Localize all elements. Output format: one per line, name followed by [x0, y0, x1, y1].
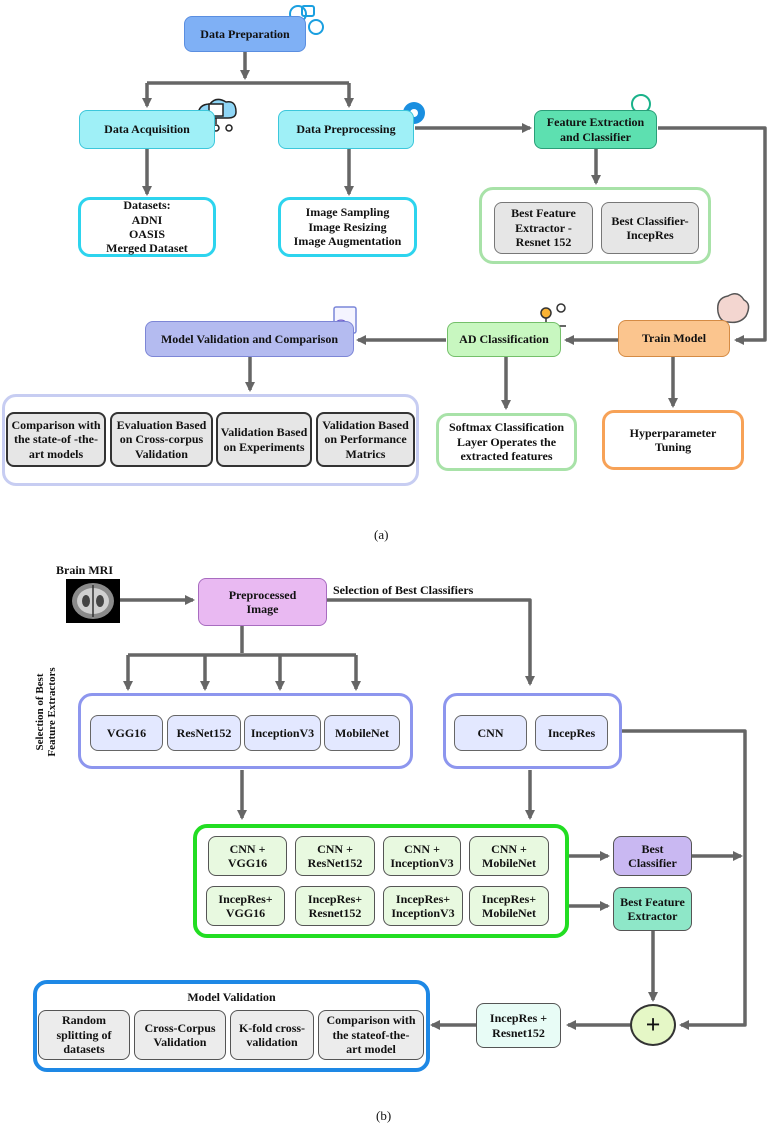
best-feature-extractor-b: Best Feature Extractor — [613, 887, 692, 931]
validation-item-b-2: Cross-Corpus Validation — [134, 1010, 226, 1060]
classifier-cnn: CNN — [454, 715, 527, 751]
data-preprocessing-box: Data Preprocessing — [278, 110, 414, 149]
best-feature-extractor-box: Best Feature Extractor - Resnet 152 — [494, 202, 593, 254]
brain-mri-image — [66, 579, 120, 623]
feature-extraction-box: Feature Extraction and Classifier — [534, 110, 657, 149]
arrow-preprocessed-to-classifiers — [327, 598, 535, 686]
selection-classifiers-label: Selection of Best Classifiers — [333, 583, 474, 597]
arrow-feature-to-train — [658, 126, 767, 345]
preprocessing-steps-box: Image Sampling Image Resizing Image Augm… — [278, 197, 417, 257]
best-classifier-b: Best Classifier — [613, 836, 692, 876]
preprocessed-image-box: Preprocessed Image — [198, 578, 327, 626]
validation-item-b-4: Comparison with the stateof-the- art mod… — [318, 1010, 424, 1060]
validation-item-a-4: Validation Based on Performance Matrics — [316, 412, 415, 467]
data-preparation-box: Data Preparation — [184, 16, 306, 52]
combo-incepres-inceptionv3: IncepRes+ InceptionV3 — [383, 886, 463, 926]
caption-b: (b) — [376, 1108, 392, 1123]
combine-plus-node: + — [630, 1004, 676, 1046]
brain-mri-label: Brain MRI — [56, 563, 113, 577]
arrow-classifier-frame-to-plus — [622, 729, 747, 1030]
ad-classification-box: AD Classification — [447, 322, 561, 357]
validation-item-a-1: Comparison with the state-of -the- art m… — [6, 412, 106, 467]
combo-incepres-resnet152: IncepRes+ Resnet152 — [295, 886, 375, 926]
extractor-vgg16: VGG16 — [90, 715, 163, 751]
validation-item-a-2: Evaluation Based on Cross-corpus Validat… — [110, 412, 213, 467]
combo-incepres-vgg16: IncepRes+ VGG16 — [206, 886, 285, 926]
combo-cnn-mobilenet: CNN + MobileNet — [469, 836, 549, 876]
brain-icon — [716, 293, 750, 324]
hyperparameter-box: Hyperparameter Tuning — [602, 410, 744, 470]
classifier-incepres: IncepRes — [535, 715, 608, 751]
final-model-box: IncepRes + Resnet152 — [476, 1003, 561, 1048]
combo-incepres-mobilenet: IncepRes+ MobileNet — [469, 886, 549, 926]
extractor-resnet152: ResNet152 — [167, 715, 241, 751]
extractor-inceptionv3: InceptionV3 — [244, 715, 321, 751]
datasets-box: Datasets: ADNI OASIS Merged Dataset — [78, 197, 216, 257]
validation-item-a-3: Validation Based on Experiments — [216, 412, 312, 467]
train-model-box: Train Model — [618, 320, 730, 357]
extractor-mobilenet: MobileNet — [324, 715, 400, 751]
validation-item-b-1: Random splitting of datasets — [38, 1010, 130, 1060]
selection-extractors-label: Selection of Best Feature Extractors — [34, 667, 58, 757]
combo-cnn-resnet152: CNN + ResNet152 — [295, 836, 375, 876]
validation-item-b-3: K-fold cross- validation — [230, 1010, 314, 1060]
combo-cnn-inceptionv3: CNN + InceptionV3 — [383, 836, 461, 876]
softmax-box: Softmax Classification Layer Operates th… — [436, 413, 577, 471]
combo-cnn-vgg16: CNN + VGG16 — [208, 836, 287, 876]
model-validation-comparison-box: Model Validation and Comparison — [145, 321, 354, 357]
model-validation-title: Model Validation — [187, 990, 276, 1004]
caption-a: (a) — [374, 527, 389, 542]
best-classifier-box: Best Classifier- IncepRes — [601, 202, 699, 254]
data-acquisition-box: Data Acquisition — [79, 110, 215, 149]
